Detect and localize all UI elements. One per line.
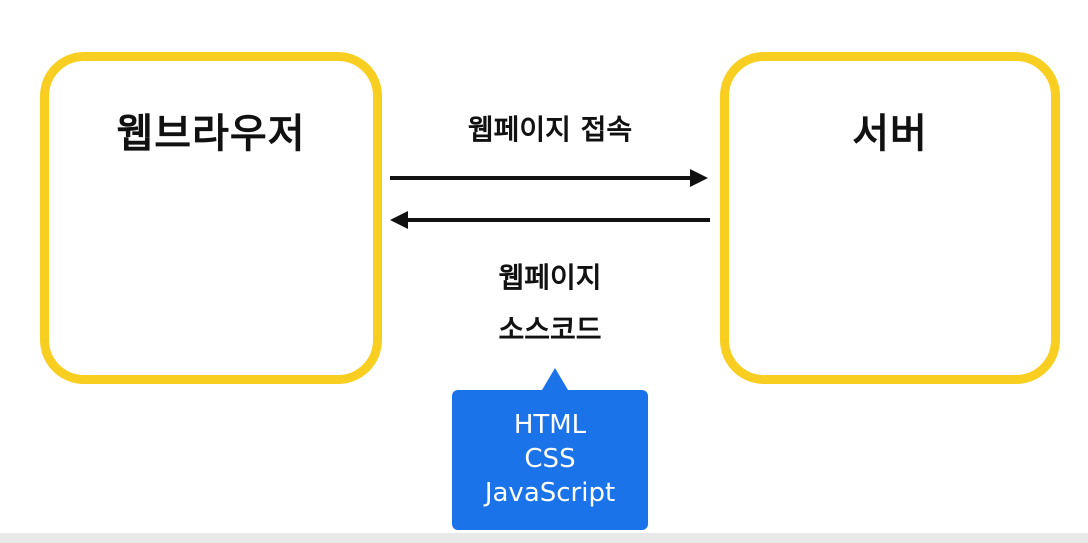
tooltip-item-html: HTML <box>513 410 587 440</box>
source-types-tooltip: HTML CSS JavaScript <box>452 368 648 530</box>
tooltip-item-css: CSS <box>524 444 576 474</box>
server-box: 서버 <box>720 52 1060 384</box>
arrows <box>390 169 710 229</box>
request-arrow <box>390 169 708 187</box>
request-label: 웹페이지 접속 <box>467 113 633 146</box>
response-label-line2: 소스코드 <box>498 313 602 346</box>
response-arrow <box>390 211 710 229</box>
web-browser-box: 웹브라우저 <box>40 52 382 384</box>
server-title: 서버 <box>852 111 928 157</box>
bottom-bar <box>0 533 1088 543</box>
web-browser-title: 웹브라우저 <box>116 111 306 157</box>
tooltip-item-javascript: JavaScript <box>484 478 616 508</box>
response-label-line1: 웹페이지 <box>498 261 602 294</box>
response-label: 웹페이지 소스코드 <box>392 252 708 356</box>
